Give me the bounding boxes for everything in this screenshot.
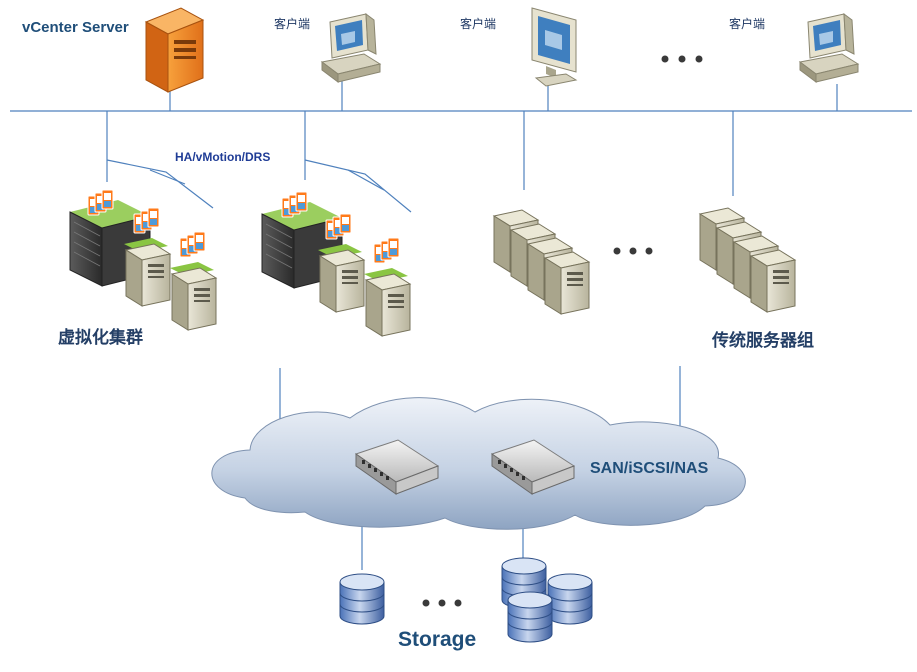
vcenter-server-icon (144, 7, 205, 93)
client-label-1: 客户端 (274, 17, 311, 31)
storage-label: Storage (398, 628, 477, 651)
vcenter-server-label: vCenter Server (22, 19, 129, 36)
san-iscsi-nas-label: SAN/iSCSI/NAS (590, 460, 709, 477)
ha-vmotion-drs-label: HA/vMotion/DRS (175, 150, 271, 164)
esx-host-cluster-1 (69, 190, 217, 331)
client-desktop-icon-1 (321, 13, 381, 83)
client-label-3: 客户端 (729, 17, 766, 31)
virtualization-cluster-label: 虚拟化集群 (58, 328, 143, 347)
storage-disk-cluster (501, 557, 593, 643)
ellipsis-icon (422, 599, 462, 607)
network-cloud (211, 397, 746, 530)
client-monitor-icon-2 (531, 7, 578, 87)
client-label-2: 客户端 (460, 17, 497, 31)
traditional-server-group-1 (493, 209, 590, 315)
client-desktop-icon-3 (799, 13, 859, 83)
ellipsis-icon (613, 247, 653, 255)
traditional-server-group-label: 传统服务器组 (712, 331, 814, 350)
traditional-server-group-2 (699, 207, 796, 313)
ellipsis-icon (661, 55, 703, 63)
storage-disk-icon-1 (339, 573, 385, 625)
esx-host-cluster-2 (261, 192, 411, 337)
